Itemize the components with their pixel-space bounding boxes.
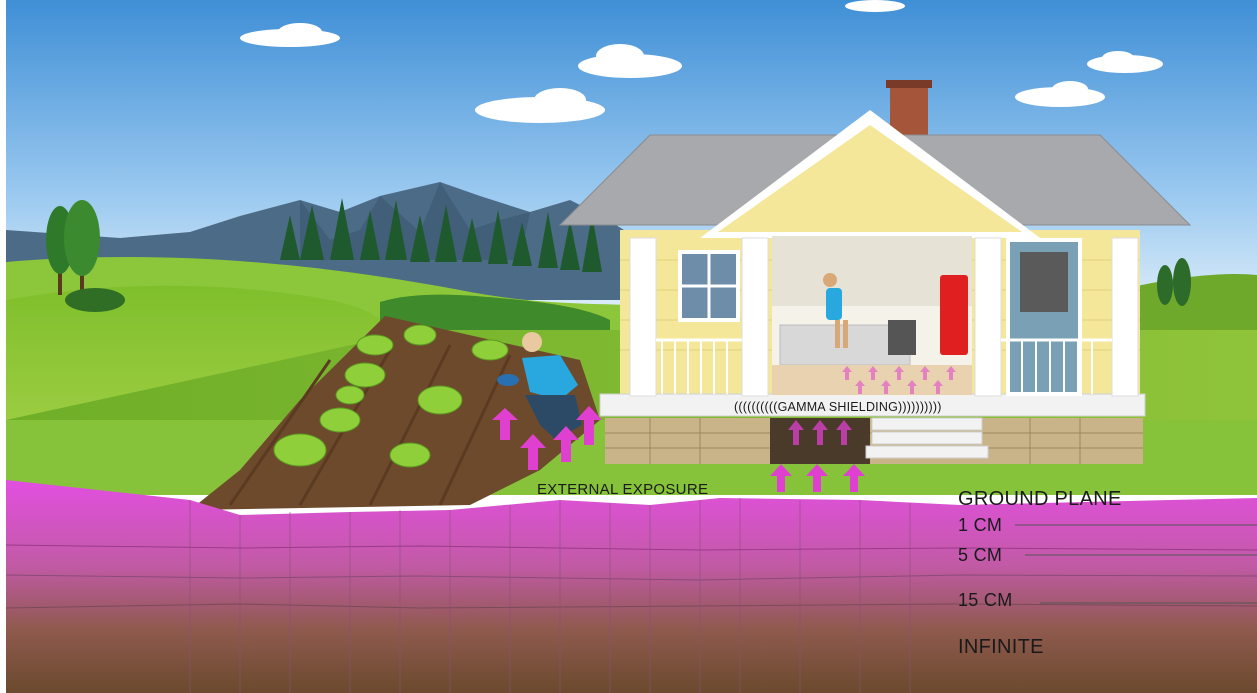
arrows-under-porch <box>788 420 852 445</box>
depth-1cm-label: 1 CM <box>958 515 1002 536</box>
ground-plane-label: GROUND PLANE <box>958 488 1122 511</box>
external-exposure-label: EXTERNAL EXPOSURE <box>537 481 708 498</box>
arrows-crawlspace <box>770 464 865 492</box>
soil-layers <box>6 480 1257 693</box>
depth-infinite-label: INFINITE <box>958 636 1044 659</box>
gamma-shielding-label: ((((((((((GAMMA SHIELDING)))))))))) <box>734 400 942 414</box>
depth-5cm-label: 5 CM <box>958 545 1002 566</box>
depth-15cm-label: 15 CM <box>958 590 1013 611</box>
